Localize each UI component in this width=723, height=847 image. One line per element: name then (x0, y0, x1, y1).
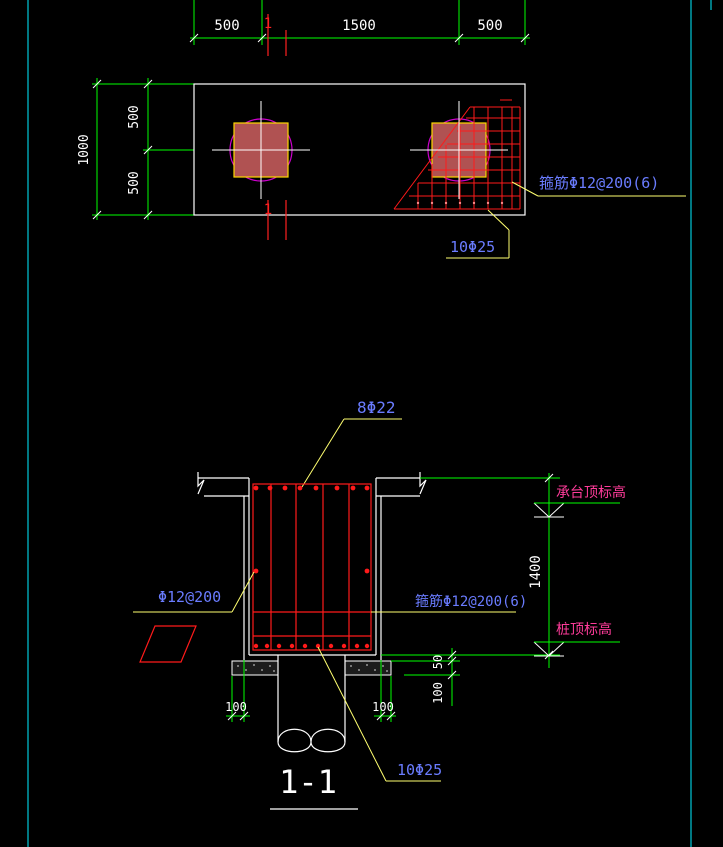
plan-rebar-hatch (393, 99, 521, 210)
section-title: 1-1 (279, 763, 337, 801)
plan-top-dimension-chain (189, 0, 530, 45)
section-cushion-dim-100: 100 (431, 682, 445, 704)
section-bottom-rebar-dots (253, 643, 370, 649)
elevation-label-cap-top: 承台顶标高 (556, 484, 626, 501)
section-bottom-bars-leader (317, 646, 441, 782)
section-pile (277, 655, 346, 753)
elevation-marker-pile-top (533, 641, 620, 657)
section-cushion-width-dimensions (226, 660, 396, 722)
elevation-marker-cap-top (533, 502, 620, 518)
section-hatch-symbol (139, 625, 197, 663)
section-side-bars-leader (133, 571, 255, 613)
plan-dim-overall-1000: 1000 (77, 134, 92, 165)
section-top-bars-label: 8Φ22 (357, 398, 396, 417)
section-stirrup-label: 箍筋Φ12@200(6) (415, 593, 527, 610)
section-side-bars-label: Φ12@200 (158, 588, 221, 606)
plan-dim-middle-1500: 1500 (342, 18, 376, 34)
section-cover-dimensions (391, 648, 460, 706)
pile-right-crosshair (410, 101, 508, 199)
plan-dim-left-500: 500 (214, 18, 239, 34)
plan-rebar-hatch-dots (416, 201, 504, 205)
section-right-ext-dim-100: 100 (372, 700, 394, 714)
section-cover-dim-50: 50 (431, 655, 445, 669)
plan-dim-upper-500: 500 (127, 105, 142, 128)
elevation-label-pile-top: 桩顶标高 (556, 621, 612, 638)
section-cushion-blocks (231, 660, 392, 676)
section-mark-label-top: 1 (264, 16, 272, 32)
plan-dim-right-500: 500 (477, 18, 502, 34)
section-side-rebar-dots (253, 568, 370, 574)
section-rebar-cage (252, 483, 372, 651)
plan-left-dimension-chain (92, 78, 194, 220)
pile-left-plan (212, 101, 310, 199)
section-height-dimension (381, 473, 560, 668)
section-mark-label-bottom: 1 (264, 202, 272, 218)
section-cut-mark-top (267, 14, 287, 56)
plan-stirrup-label: 箍筋Φ12@200(6) (539, 174, 659, 192)
plan-dim-lower-500: 500 (127, 171, 142, 194)
section-top-bars-leader (301, 418, 402, 488)
plan-bottom-bar-label: 10Φ25 (450, 238, 495, 256)
section-cut-mark-bottom (267, 200, 287, 240)
plan-bottom-bar-leader (446, 209, 510, 259)
plan-stirrup-leader (511, 181, 686, 197)
section-left-ext-dim-100: 100 (225, 700, 247, 714)
drawing-frame (27, 0, 712, 847)
section-slab-outline (197, 472, 427, 660)
section-top-rebar-dots (253, 485, 370, 491)
pile-cap-plan-outline (193, 83, 526, 216)
section-height-dim-label: 1400 (528, 555, 544, 589)
section-view: 8Φ22 (133, 398, 626, 810)
section-bottom-bars-label: 10Φ25 (397, 761, 442, 779)
plan-view: 500 1500 500 1000 500 500 1 (77, 0, 686, 259)
